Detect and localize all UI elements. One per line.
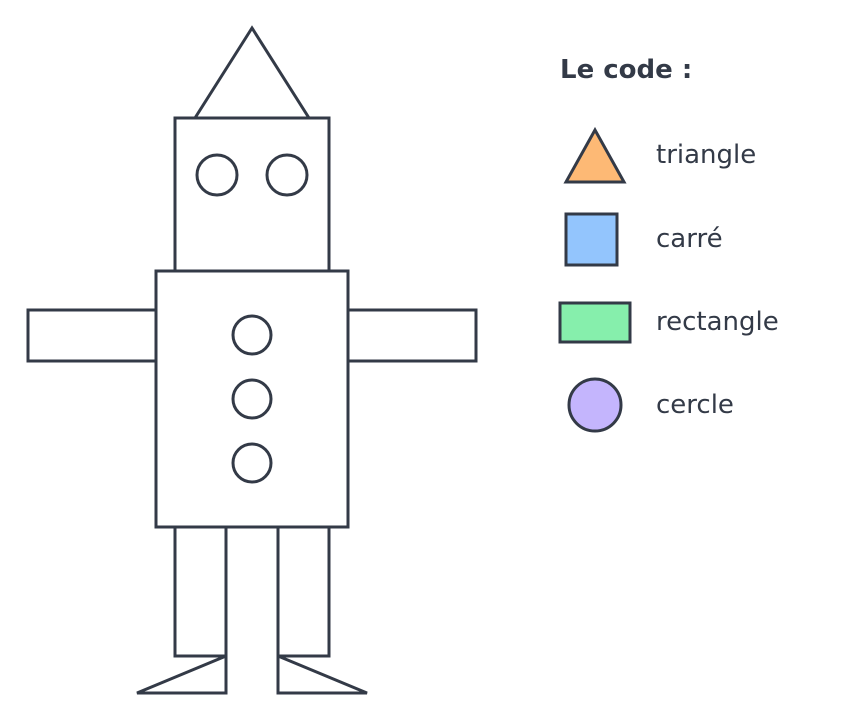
- legend-label-square: carré: [656, 224, 723, 254]
- robot-left-arm-rectangle: [26, 308, 158, 363]
- robot-left-leg-rectangle: [173, 525, 228, 658]
- robot-head-rectangle: [173, 116, 331, 273]
- shape-legend: Le code : triangle carré rectangle cercl…: [558, 55, 779, 433]
- robot-left-foot-triangle: [136, 653, 228, 695]
- legend-title: Le code :: [560, 55, 692, 85]
- legend-square-swatch: [564, 212, 619, 267]
- robot-button-circle-3: [231, 442, 273, 484]
- robot-hat-triangle: [192, 25, 312, 120]
- legend-label-circle: cercle: [656, 390, 734, 420]
- robot-right-eye-circle: [265, 153, 309, 197]
- legend-label-triangle: triangle: [656, 140, 756, 170]
- robot-right-foot-triangle: [276, 653, 368, 695]
- robot-body-rectangle: [154, 269, 350, 529]
- robot-button-circle-1: [231, 314, 273, 356]
- legend-label-rectangle: rectangle: [656, 307, 779, 337]
- robot-right-leg-rectangle: [276, 525, 331, 658]
- robot-left-eye-circle: [195, 153, 239, 197]
- robot-right-arm-rectangle: [346, 308, 478, 363]
- legend-triangle-swatch: [563, 126, 627, 184]
- robot-button-circle-2: [231, 378, 273, 420]
- legend-circle-swatch: [567, 377, 623, 433]
- legend-rectangle-swatch: [558, 301, 632, 344]
- robot-drawing: [26, 25, 478, 695]
